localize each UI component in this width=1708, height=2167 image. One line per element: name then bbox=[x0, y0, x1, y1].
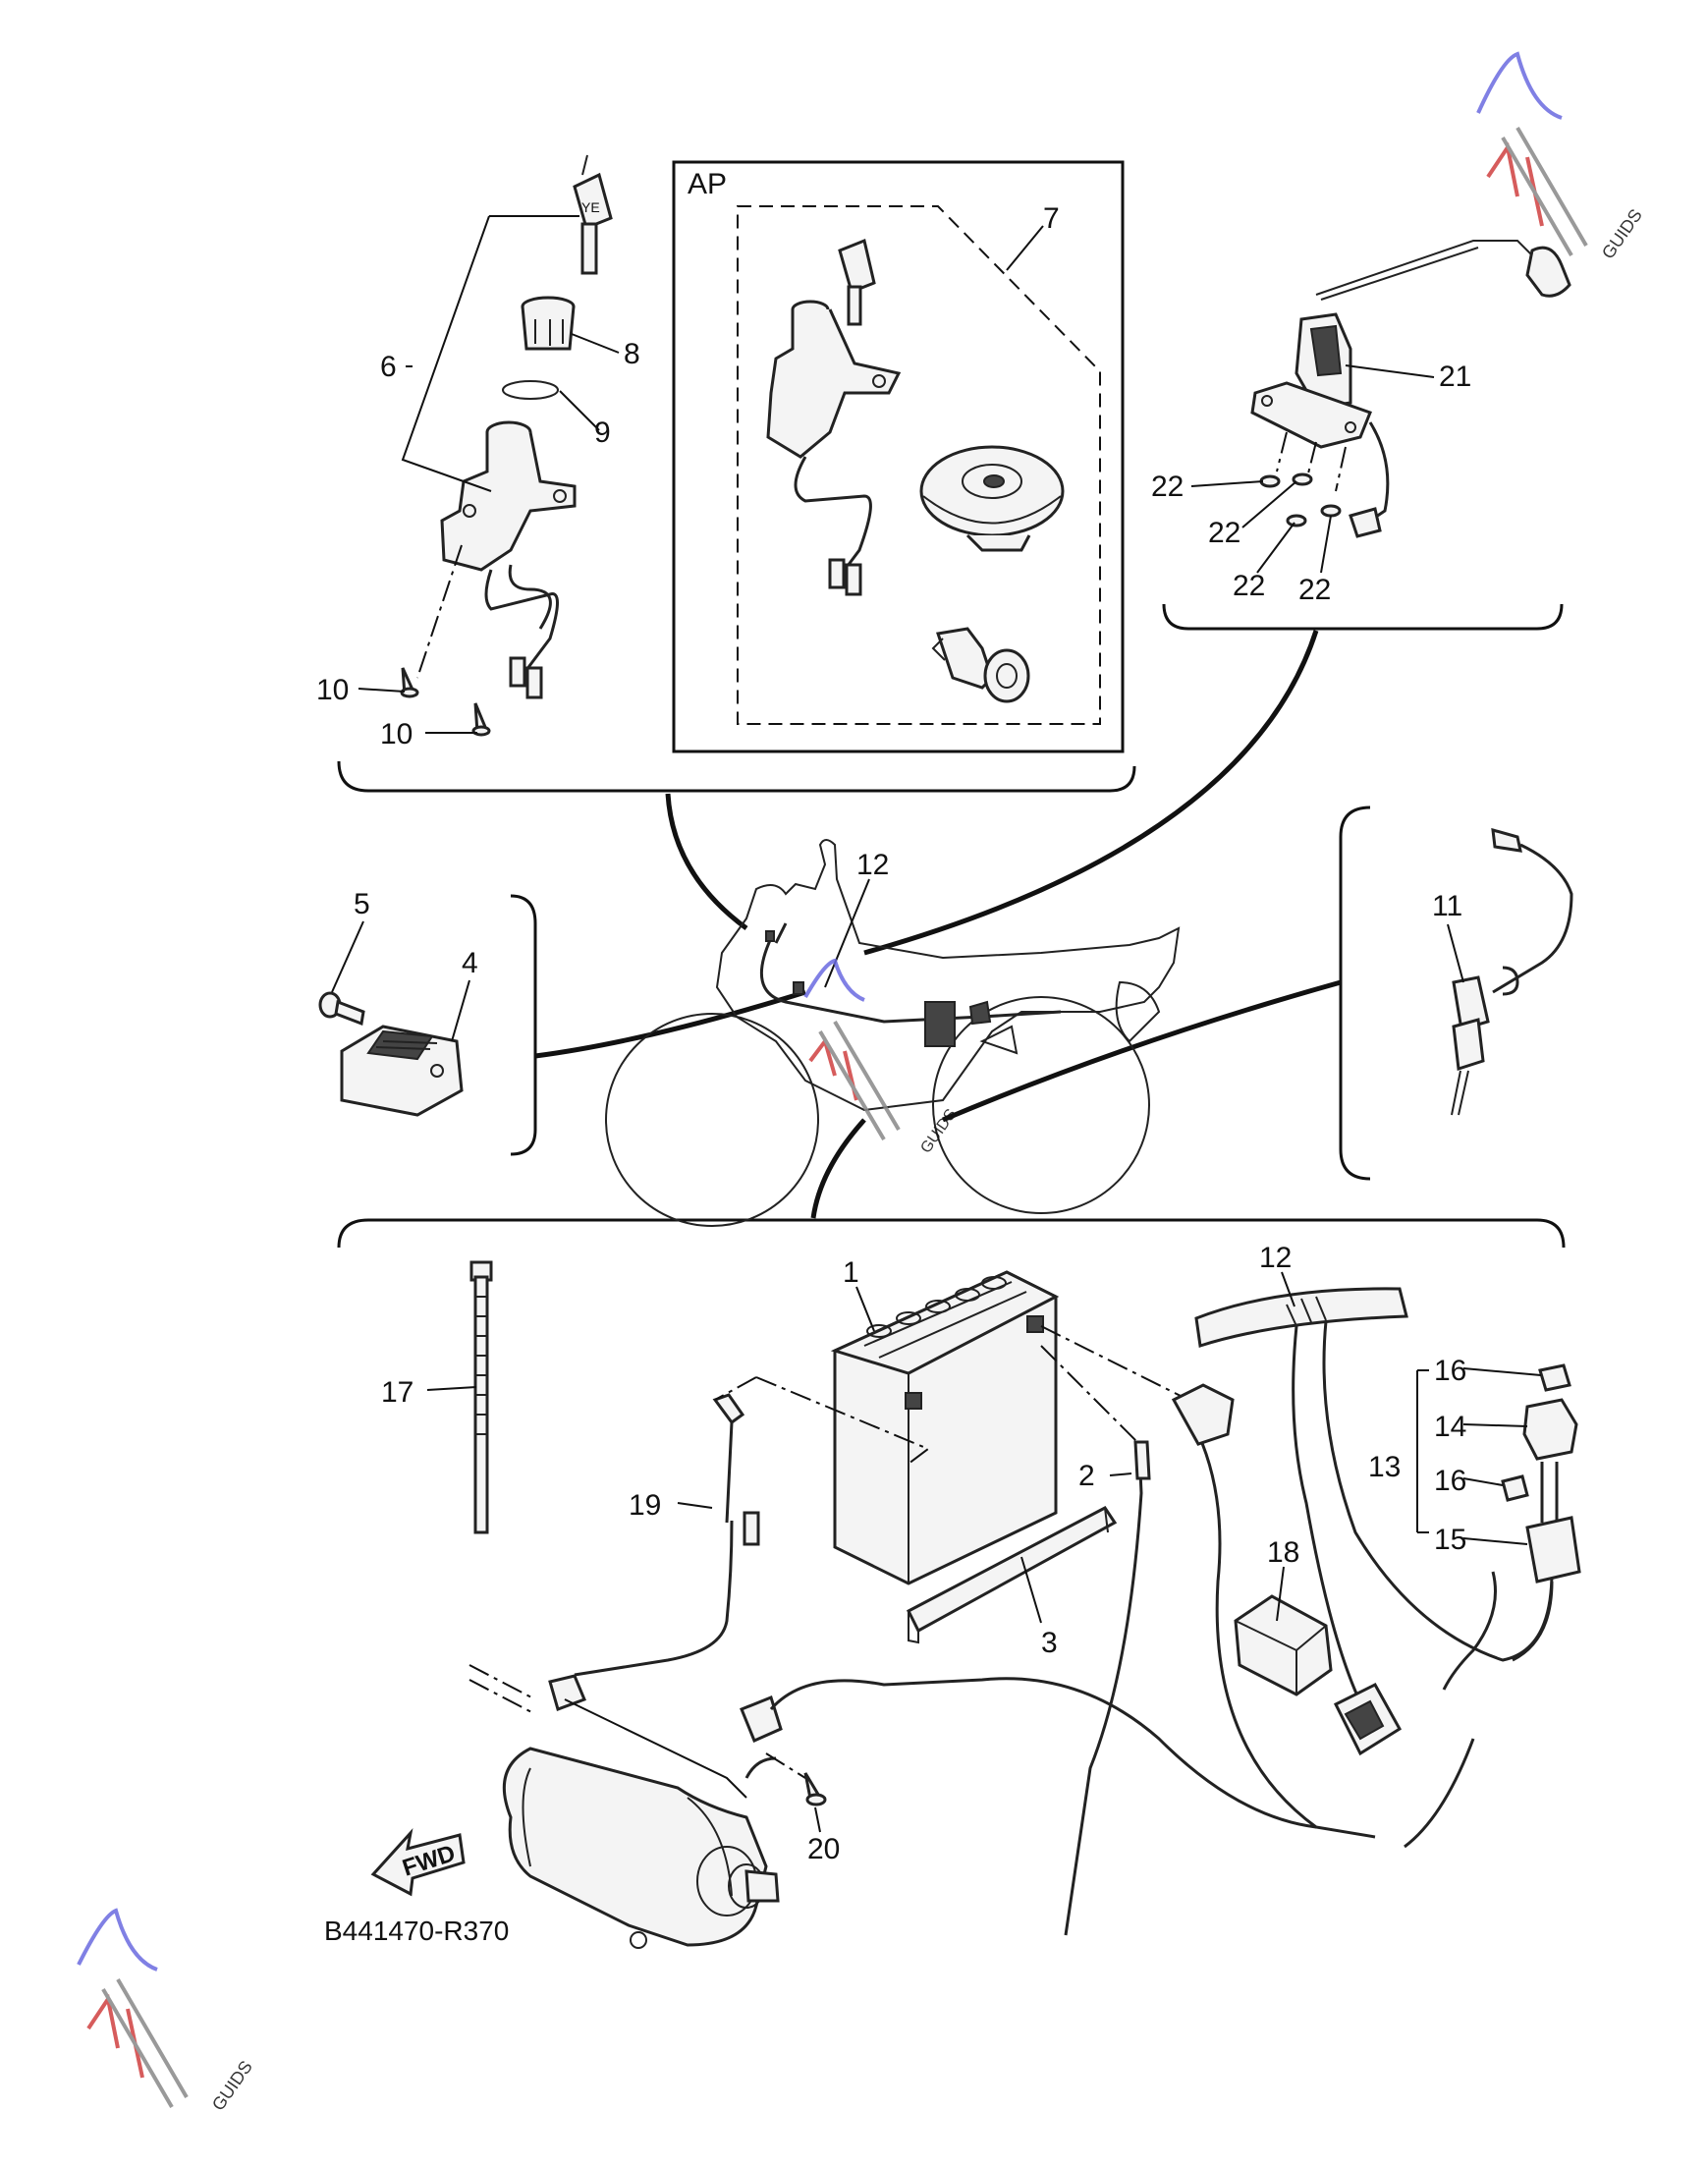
callout-12b: 12 bbox=[1259, 1242, 1292, 1274]
callout-20: 20 bbox=[807, 1833, 840, 1865]
top-section-bracket bbox=[337, 760, 1136, 793]
fuel-cap-icon bbox=[919, 445, 1065, 552]
main-switch-assembly: YE bbox=[400, 154, 613, 737]
callout-2: 2 bbox=[1078, 1460, 1095, 1492]
drawing-code: B441470-R370 bbox=[324, 1916, 509, 1946]
callout-11: 11 bbox=[1432, 890, 1462, 922]
cable-tie-icon bbox=[469, 1260, 493, 1534]
starter-relay-icon bbox=[1234, 1594, 1403, 1756]
callout-labels: 1 2 3 4 5 6 7 8 9 10 10 11 12 12 13 14 1… bbox=[316, 202, 1471, 1865]
callout-1: 1 bbox=[843, 1256, 859, 1289]
callout-8: 8 bbox=[624, 338, 640, 370]
fuel-sender-icon bbox=[1250, 240, 1571, 538]
bottom-section-bracket bbox=[337, 1218, 1566, 1249]
left-relay-bracket bbox=[510, 894, 537, 1156]
watermark-logo-bottom-left: GUIDS bbox=[77, 1908, 256, 2114]
callout-22d: 22 bbox=[1298, 574, 1331, 606]
seat-lock-icon bbox=[931, 627, 1030, 703]
callout-18: 18 bbox=[1267, 1536, 1299, 1569]
switch-body-icon bbox=[440, 420, 577, 699]
callout-12a: 12 bbox=[856, 849, 889, 881]
fwd-arrow-icon: FWD bbox=[370, 1828, 466, 1897]
watermark-logo-top-right: GUIDS bbox=[1476, 51, 1646, 262]
battery-icon bbox=[830, 1270, 1060, 1585]
battery-band-icon bbox=[907, 1506, 1118, 1644]
callout-21: 21 bbox=[1439, 361, 1471, 393]
link-top-to-bike bbox=[665, 793, 748, 931]
screw-icon bbox=[400, 667, 491, 737]
callout-16a: 16 bbox=[1434, 1355, 1466, 1387]
watermark-logo-center: GUIDS bbox=[803, 958, 960, 1156]
link-relay-to-bike bbox=[534, 989, 806, 1059]
relay-unit-icon bbox=[340, 1025, 464, 1117]
callout-19: 19 bbox=[629, 1489, 661, 1522]
wire-harness-icon bbox=[1194, 1287, 1554, 1849]
link-bottom-to-bike bbox=[810, 1118, 866, 1219]
o-ring-icon bbox=[502, 380, 559, 400]
key-icon: YE bbox=[573, 154, 613, 275]
ap-kit-box bbox=[672, 160, 1125, 753]
link-switch-to-bike bbox=[942, 979, 1342, 1123]
callout-17: 17 bbox=[381, 1376, 413, 1409]
fuel-sender-bracket bbox=[1162, 603, 1564, 631]
ground-lead-icon bbox=[574, 1376, 930, 1677]
callout-15: 15 bbox=[1434, 1524, 1466, 1556]
callout-13: 13 bbox=[1368, 1451, 1401, 1483]
switch-cap-icon bbox=[521, 296, 576, 351]
ap-switch-icon bbox=[766, 238, 902, 596]
callout-16b: 16 bbox=[1434, 1465, 1466, 1497]
callout-10a: 10 bbox=[316, 674, 349, 706]
motorcycle-outline-icon bbox=[605, 839, 1181, 1227]
link-fuel-to-bike bbox=[863, 630, 1319, 956]
callout-5: 5 bbox=[354, 888, 370, 920]
svg-text:GUIDS: GUIDS bbox=[917, 1106, 960, 1156]
ap-group-label: AP bbox=[688, 168, 727, 200]
svg-text:GUIDS: GUIDS bbox=[208, 2057, 256, 2114]
callout-6: 6 bbox=[380, 351, 397, 383]
right-switch-bracket bbox=[1339, 806, 1371, 1181]
callout-3: 3 bbox=[1041, 1627, 1058, 1659]
battery-lead-icon bbox=[1064, 1448, 1143, 1936]
callout-22b: 22 bbox=[1208, 517, 1240, 549]
starter-motor-icon bbox=[468, 1664, 1317, 1949]
fuse-box-icon bbox=[1416, 1363, 1581, 1662]
svg-text:GUIDS: GUIDS bbox=[1598, 205, 1646, 262]
bolt-icon bbox=[318, 991, 365, 1027]
svg-text:YE: YE bbox=[581, 199, 600, 215]
ap-kit-dashed-outline bbox=[737, 205, 1101, 725]
callout-10b: 10 bbox=[380, 718, 413, 750]
callout-4: 4 bbox=[462, 947, 478, 979]
callout-7: 7 bbox=[1043, 202, 1060, 235]
callout-22a: 22 bbox=[1151, 471, 1184, 503]
callout-leaders bbox=[331, 333, 1542, 1833]
callout-14: 14 bbox=[1434, 1411, 1466, 1443]
starter-bolt-icon bbox=[765, 1752, 827, 1806]
callout-9: 9 bbox=[594, 417, 611, 449]
callout-22c: 22 bbox=[1233, 570, 1265, 602]
neutral-switch-icon bbox=[1451, 827, 1573, 1116]
